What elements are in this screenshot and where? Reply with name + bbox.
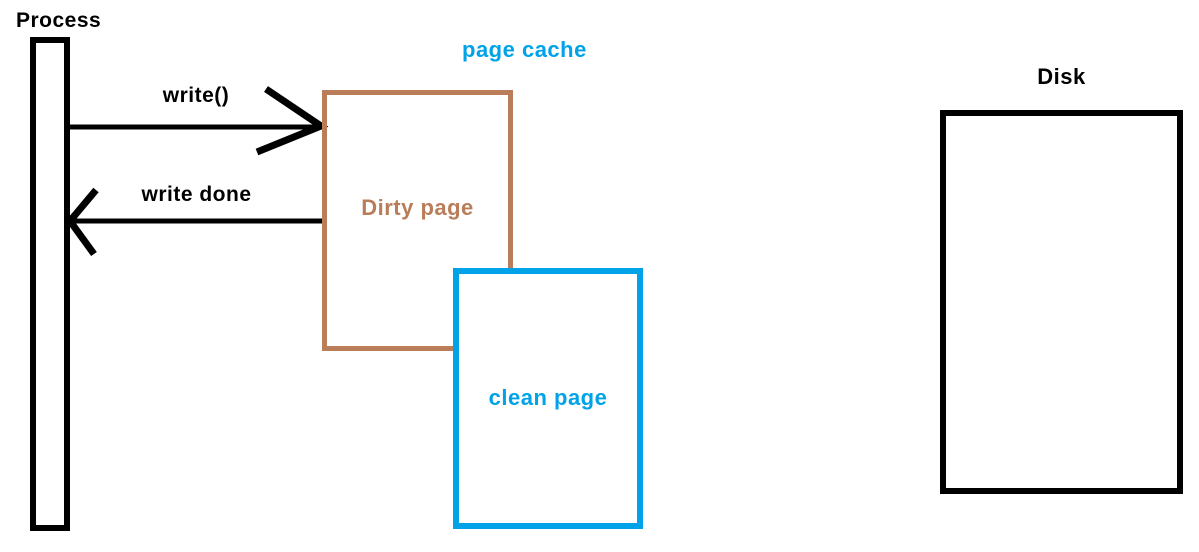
dirty-page-label: Dirty page — [361, 195, 474, 220]
process-lifeline — [30, 37, 70, 531]
clean-page-box: clean page — [453, 268, 643, 529]
write-done-label: write done — [141, 183, 252, 206]
disk-label: Disk — [1037, 64, 1086, 89]
disk-box — [940, 110, 1183, 494]
clean-page-label: clean page — [488, 385, 608, 410]
dirty-page-box: Dirty page — [322, 90, 513, 351]
page-cache-label: page cache — [462, 37, 587, 62]
write-call-label: write() — [162, 84, 230, 107]
process-label: Process — [16, 9, 102, 32]
